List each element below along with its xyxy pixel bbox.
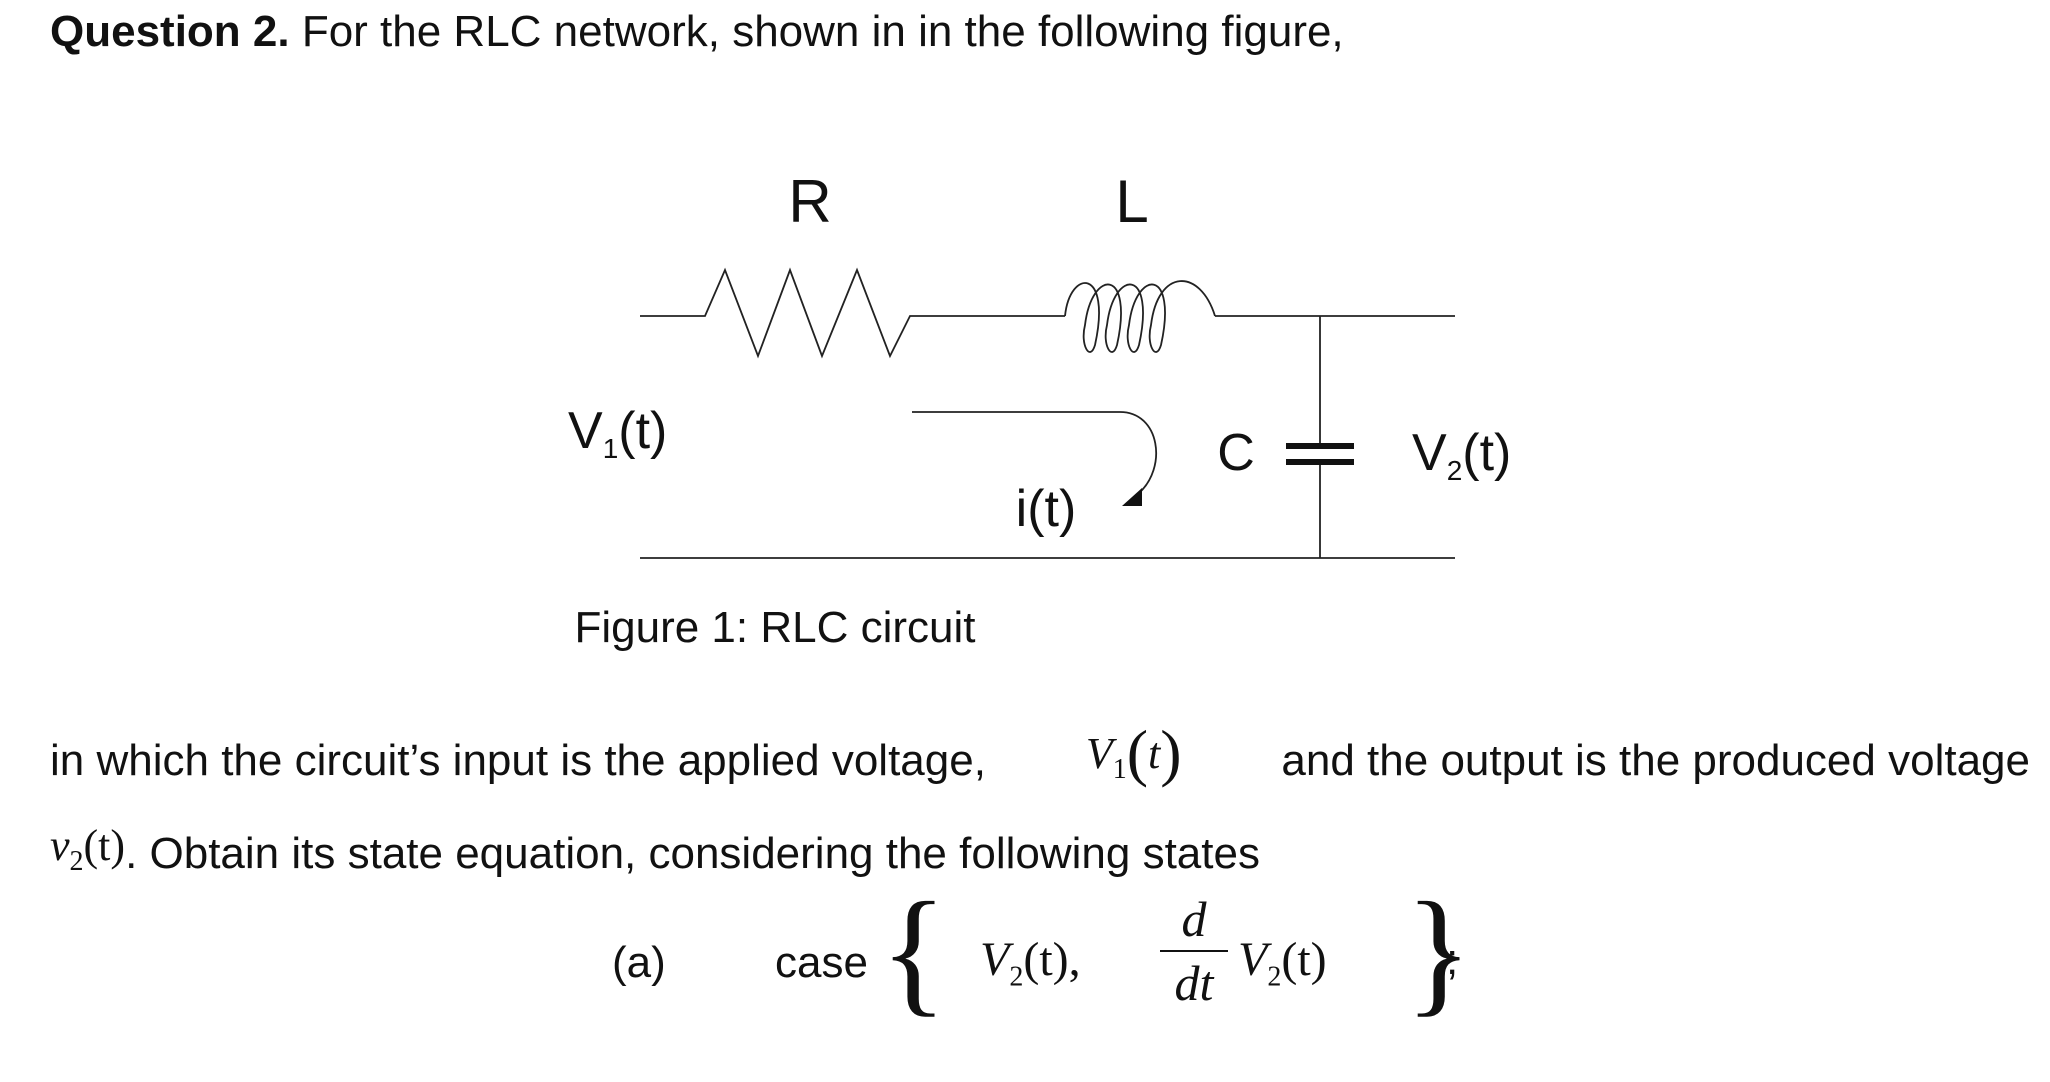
figure-caption: Figure 1: RLC circuit: [574, 603, 976, 652]
current-arrowhead: [1122, 488, 1142, 506]
derivative-denominator: dt: [1174, 955, 1214, 1011]
question-text: For the RLC network, shown in in the fol…: [289, 7, 1344, 56]
case-word: case: [775, 938, 868, 987]
body-line-2: v2(t). Obtain its state equation, consid…: [50, 808, 2050, 900]
body-line2-after: . Obtain its state equation, considering…: [125, 828, 1260, 878]
state-2: V2(t): [1238, 933, 1327, 993]
question-heading: Question 2. For the RLC network, shown i…: [50, 4, 1344, 60]
current-label: i(t): [1016, 480, 1077, 538]
question-body: in which the circuit’s input is the appl…: [50, 715, 2050, 900]
body-line1-before: in which the circuit’s input is the appl…: [50, 736, 986, 786]
close-brace: }: [1405, 874, 1473, 1029]
state-1: V2(t),: [980, 933, 1081, 993]
input-voltage-label: V1(t): [568, 402, 667, 464]
part-a-equation: (a) case { V2(t), d dt V2(t) } ;: [0, 882, 1600, 1040]
part-a-label: (a): [612, 938, 666, 987]
resistor-symbol: [640, 267, 1065, 359]
inductor-symbol: [1064, 280, 1216, 353]
current-arrow-path: [912, 411, 1158, 495]
question-label: Question 2.: [50, 7, 290, 56]
output-voltage-label: V2(t): [1412, 424, 1511, 486]
input-voltage-math: V1(t): [1085, 717, 1182, 788]
capacitor-label: C: [1217, 424, 1255, 482]
output-voltage-math: v2(t): [50, 820, 126, 877]
terminator: ;: [1446, 935, 1459, 984]
body-line-1: in which the circuit’s input is the appl…: [50, 715, 2030, 808]
derivative-numerator: d: [1160, 890, 1228, 952]
derivative-operator: d dt: [1160, 890, 1228, 1012]
resistor-label: R: [788, 168, 831, 235]
inductor-label: L: [1115, 168, 1148, 235]
open-brace: {: [880, 874, 948, 1029]
body-line1-after: and the output is the produced voltage: [1281, 736, 2030, 786]
